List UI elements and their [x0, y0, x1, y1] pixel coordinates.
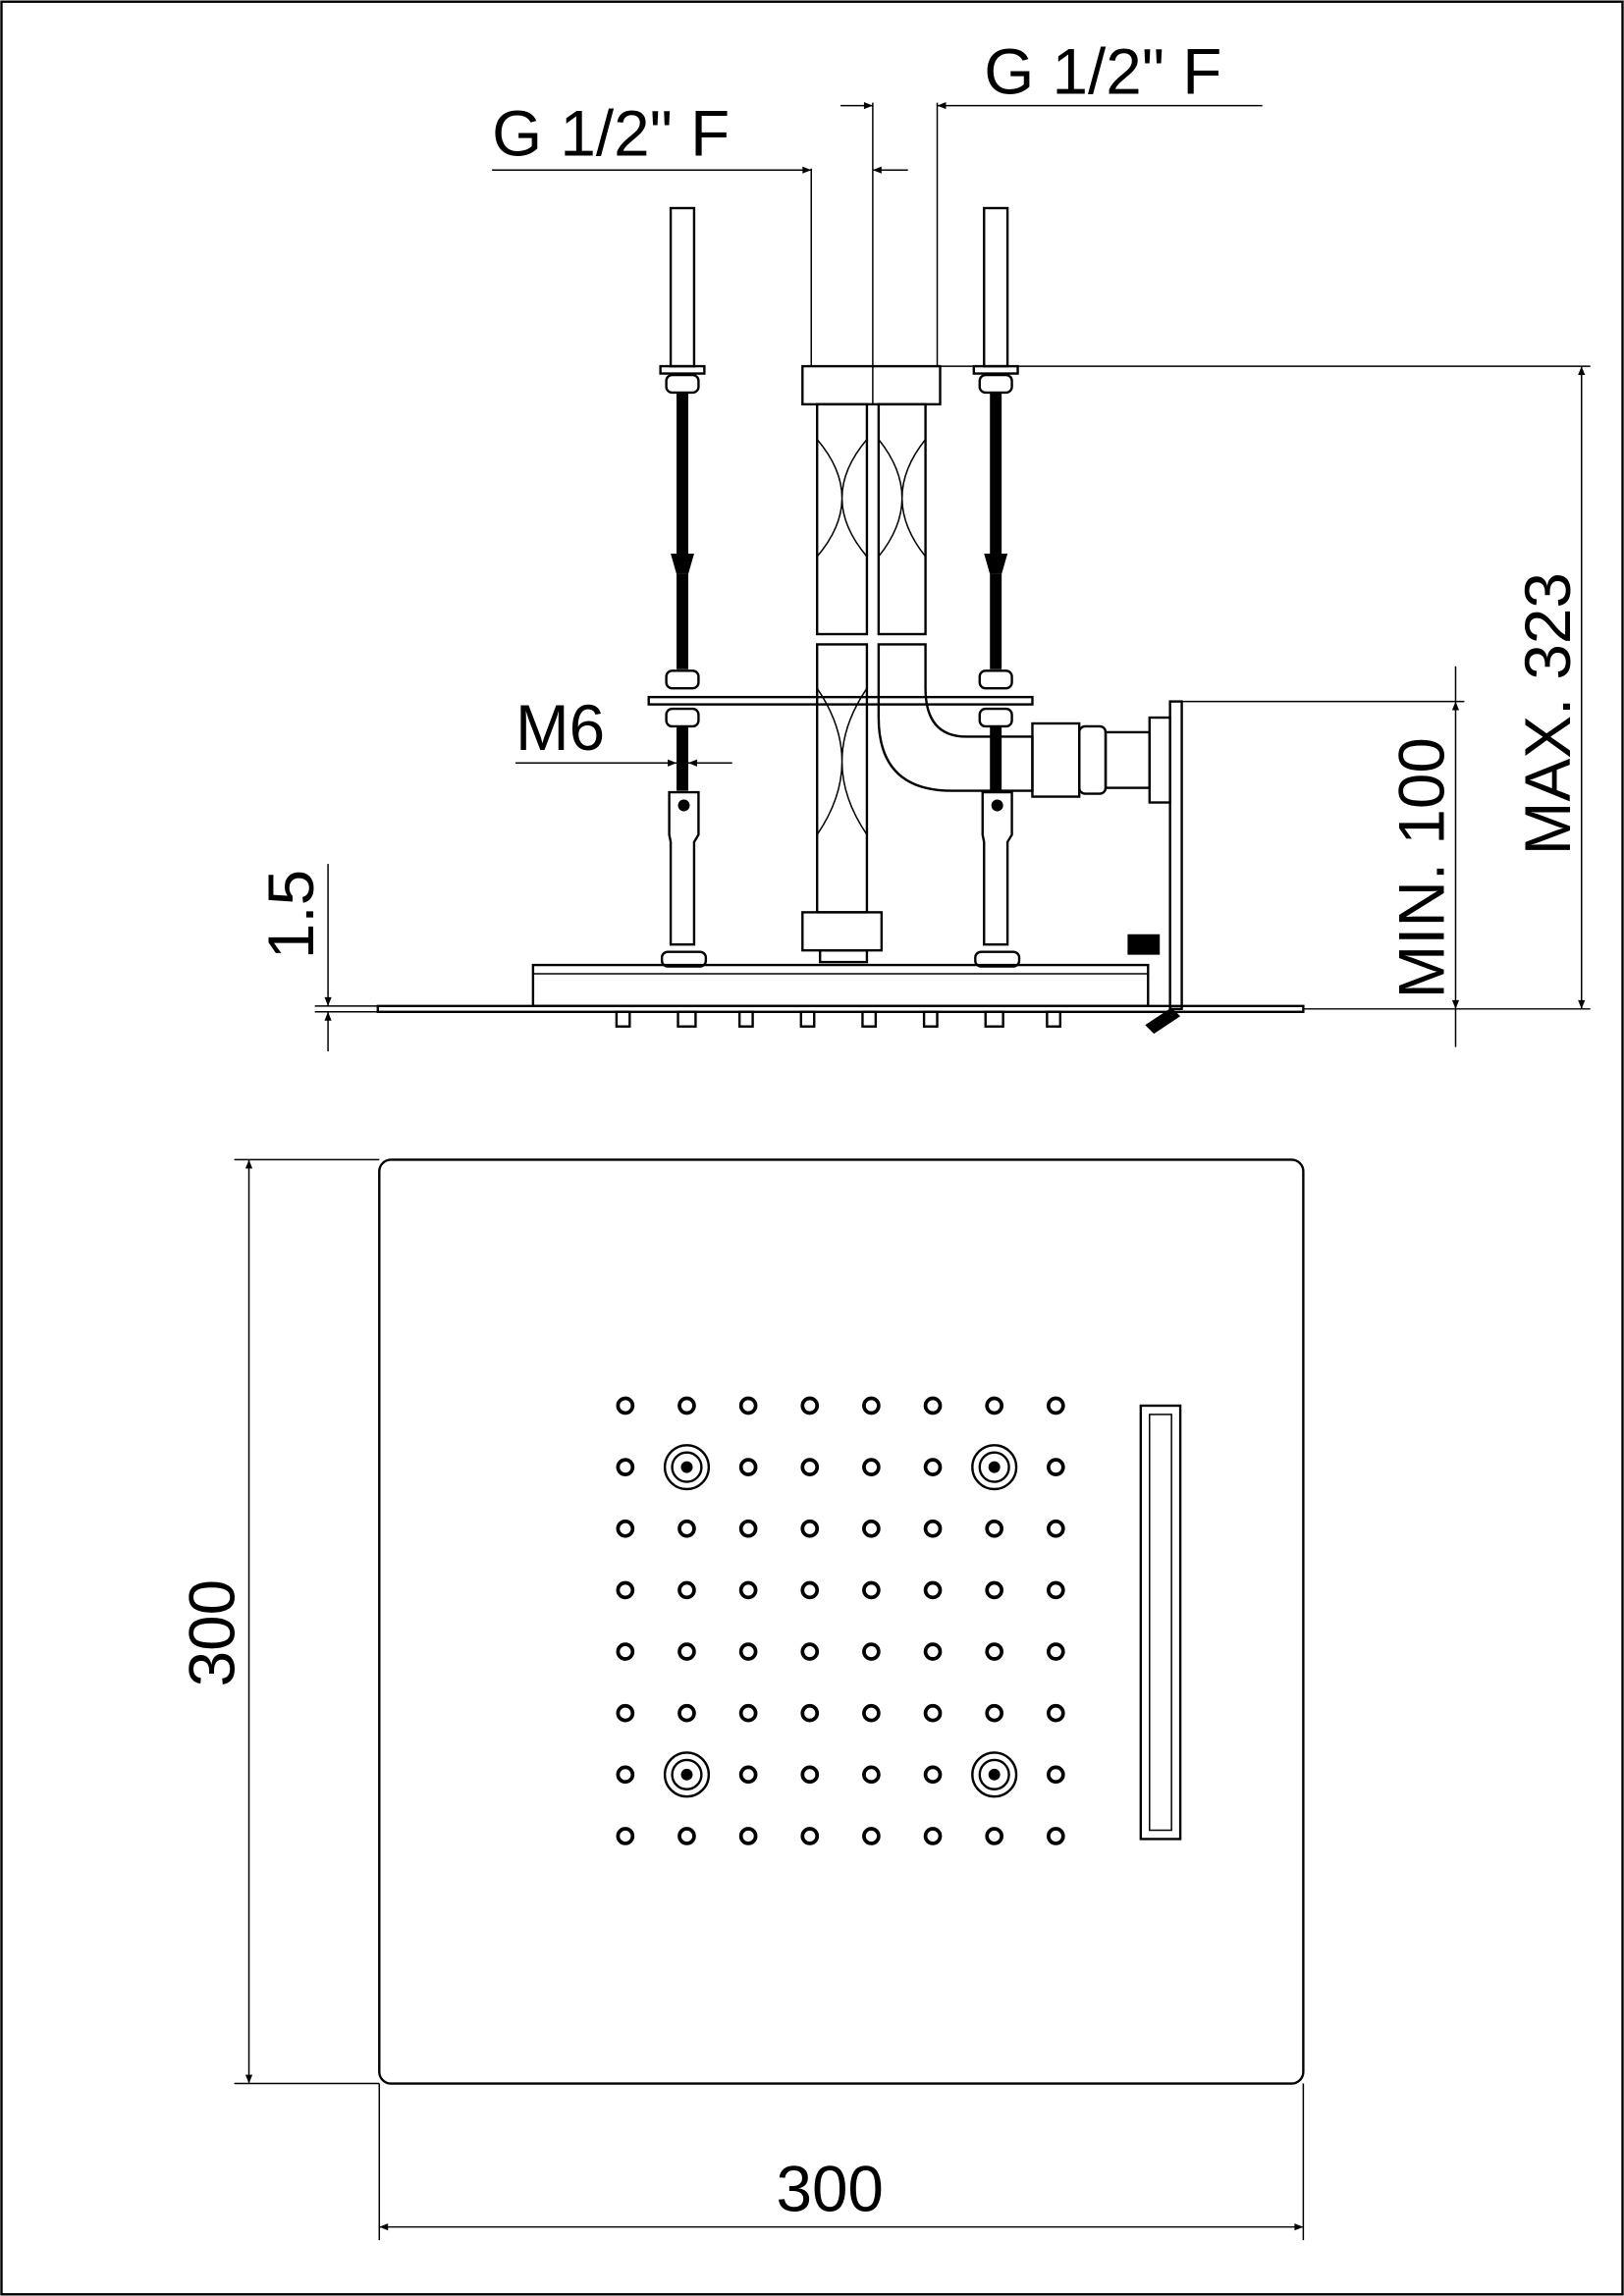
plate-thickness-label: 1.5 [255, 870, 327, 959]
nozzle [677, 1827, 696, 1845]
nozzle [862, 1396, 881, 1415]
inlet-left-label: G 1/2" F [492, 97, 730, 169]
large-nozzle-center [680, 1461, 693, 1473]
nozzle [616, 1519, 635, 1538]
nozzle [923, 1396, 943, 1415]
nozzle-grid [616, 1396, 1065, 1845]
nozzle [985, 1580, 1004, 1600]
large-nozzle-center [680, 1768, 693, 1781]
nozzle [923, 1642, 943, 1661]
thread-label: M6 [515, 692, 605, 764]
nozzle [1047, 1827, 1065, 1845]
nozzle [985, 1703, 1004, 1723]
nozzle [677, 1580, 696, 1600]
plate-body [531, 963, 1150, 1008]
nozzles-side [615, 1010, 1061, 1028]
large-nozzle [671, 1451, 703, 1483]
nozzle [1047, 1580, 1065, 1600]
nozzle [616, 1765, 635, 1785]
side-view: G 1/2" F G 1/2" F M6 1.5 MIN. 100 MAX. 3… [255, 36, 1591, 1052]
nozzle [1047, 1765, 1065, 1785]
nozzle [616, 1642, 635, 1661]
right-mounting-rod [972, 206, 1021, 968]
nozzle [862, 1580, 881, 1600]
max-height-label: MAX. 323 [1512, 572, 1584, 855]
nozzle [616, 1827, 635, 1845]
nozzle [616, 1396, 635, 1415]
nozzle [738, 1827, 758, 1845]
nozzle [862, 1703, 881, 1723]
support-bar [647, 695, 1034, 706]
inlet-right-label: G 1/2" F [984, 36, 1221, 108]
nozzle [738, 1519, 758, 1538]
large-nozzle [663, 1751, 711, 1798]
nozzle [1047, 1519, 1065, 1538]
nozzle [800, 1396, 820, 1415]
min-height-label: MIN. 100 [1386, 737, 1458, 998]
large-nozzle [671, 1758, 703, 1790]
large-nozzle-center [988, 1461, 1001, 1473]
large-nozzle [971, 1751, 1018, 1798]
nozzle [738, 1396, 758, 1415]
nozzle [862, 1827, 881, 1845]
large-nozzle-center [988, 1768, 1001, 1781]
nozzle [923, 1703, 943, 1723]
nozzle [923, 1765, 943, 1785]
nozzle [677, 1396, 696, 1415]
nozzle [800, 1519, 820, 1538]
nozzle [677, 1703, 696, 1723]
depth-label: 300 [177, 1579, 248, 1686]
nozzle [1047, 1396, 1065, 1415]
nozzle [923, 1519, 943, 1538]
nozzle [616, 1703, 635, 1723]
side-connector [1031, 700, 1183, 1035]
nozzle [616, 1458, 635, 1476]
nozzle [677, 1519, 696, 1538]
nozzle [616, 1580, 635, 1600]
nozzle [738, 1703, 758, 1723]
nozzle [677, 1642, 696, 1661]
shower-head-outline [378, 1158, 1305, 2085]
nozzle [923, 1580, 943, 1600]
large-nozzle [978, 1451, 1010, 1483]
waterfall-outlet [1139, 1404, 1182, 1841]
nozzle [1047, 1642, 1065, 1661]
nozzle [800, 1827, 820, 1845]
large-nozzle [663, 1444, 711, 1491]
width-label: 300 [776, 2153, 883, 2224]
nozzle [800, 1580, 820, 1600]
nozzle [800, 1703, 820, 1723]
nozzle [923, 1827, 943, 1845]
nozzle [1047, 1703, 1065, 1723]
nozzle [1047, 1458, 1065, 1476]
nozzle [985, 1642, 1004, 1661]
nozzle [738, 1642, 758, 1661]
nozzle [923, 1458, 943, 1476]
nozzle [800, 1765, 820, 1785]
large-nozzle [971, 1444, 1018, 1491]
nozzle [738, 1765, 758, 1785]
nozzle [985, 1519, 1004, 1538]
large-nozzle [978, 1758, 1010, 1790]
nozzle [985, 1827, 1004, 1845]
nozzle [800, 1458, 820, 1476]
nozzle [738, 1580, 758, 1600]
nozzle [862, 1519, 881, 1538]
flexible-hoses [801, 364, 1034, 964]
nozzle [800, 1642, 820, 1661]
left-mounting-rod [659, 206, 708, 968]
nozzle [985, 1396, 1004, 1415]
nozzle [738, 1458, 758, 1476]
nozzle [862, 1765, 881, 1785]
top-view: 300 300 [177, 1158, 1305, 2241]
nozzle [862, 1642, 881, 1661]
nozzle [862, 1458, 881, 1476]
